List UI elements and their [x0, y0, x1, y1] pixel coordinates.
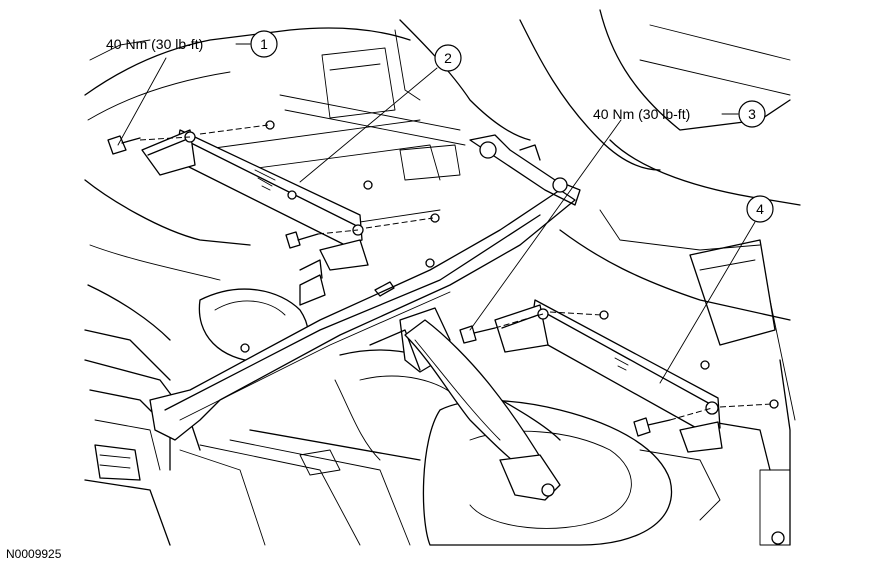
- right-seat-bracket: [494, 299, 723, 453]
- bolt-left-upper: [107, 135, 127, 155]
- callout-leaders: [117, 43, 756, 384]
- vehicle-body-outline: [84, 9, 801, 546]
- nut-right-upper: [599, 310, 609, 320]
- callout-4: 4: [746, 195, 774, 223]
- bolt-right-upper: [459, 325, 477, 344]
- callout-3-number: 3: [748, 106, 756, 122]
- callout-1-torque: 40 Nm (30 lb-ft): [106, 36, 203, 52]
- callout-2: 2: [434, 44, 462, 72]
- callout-4-circle: [746, 195, 774, 223]
- callout-2-number: 2: [444, 50, 452, 66]
- bolt-left-lower: [285, 231, 301, 249]
- callout-3-circle: [738, 100, 766, 128]
- callout-1-number: 1: [260, 36, 268, 52]
- nut-right-lower: [769, 399, 779, 409]
- callout-3-torque: 40 Nm (30 lb-ft): [593, 106, 690, 122]
- callout-4-number: 4: [756, 201, 764, 217]
- callout-1: 40 Nm (30 lb-ft) 1: [106, 30, 278, 58]
- figure-id: N0009925: [6, 547, 62, 561]
- callout-3: 40 Nm (30 lb-ft) 3: [593, 100, 766, 128]
- bolt-right-lower: [633, 417, 651, 437]
- fasteners: [107, 120, 785, 545]
- installation-lines: [139, 124, 773, 421]
- seat-belt-strap: [404, 319, 561, 501]
- callout-1-circle: [250, 30, 278, 58]
- left-seat-bracket: [141, 129, 369, 271]
- rear-cross-member: [149, 134, 581, 441]
- callout-2-circle: [434, 44, 462, 72]
